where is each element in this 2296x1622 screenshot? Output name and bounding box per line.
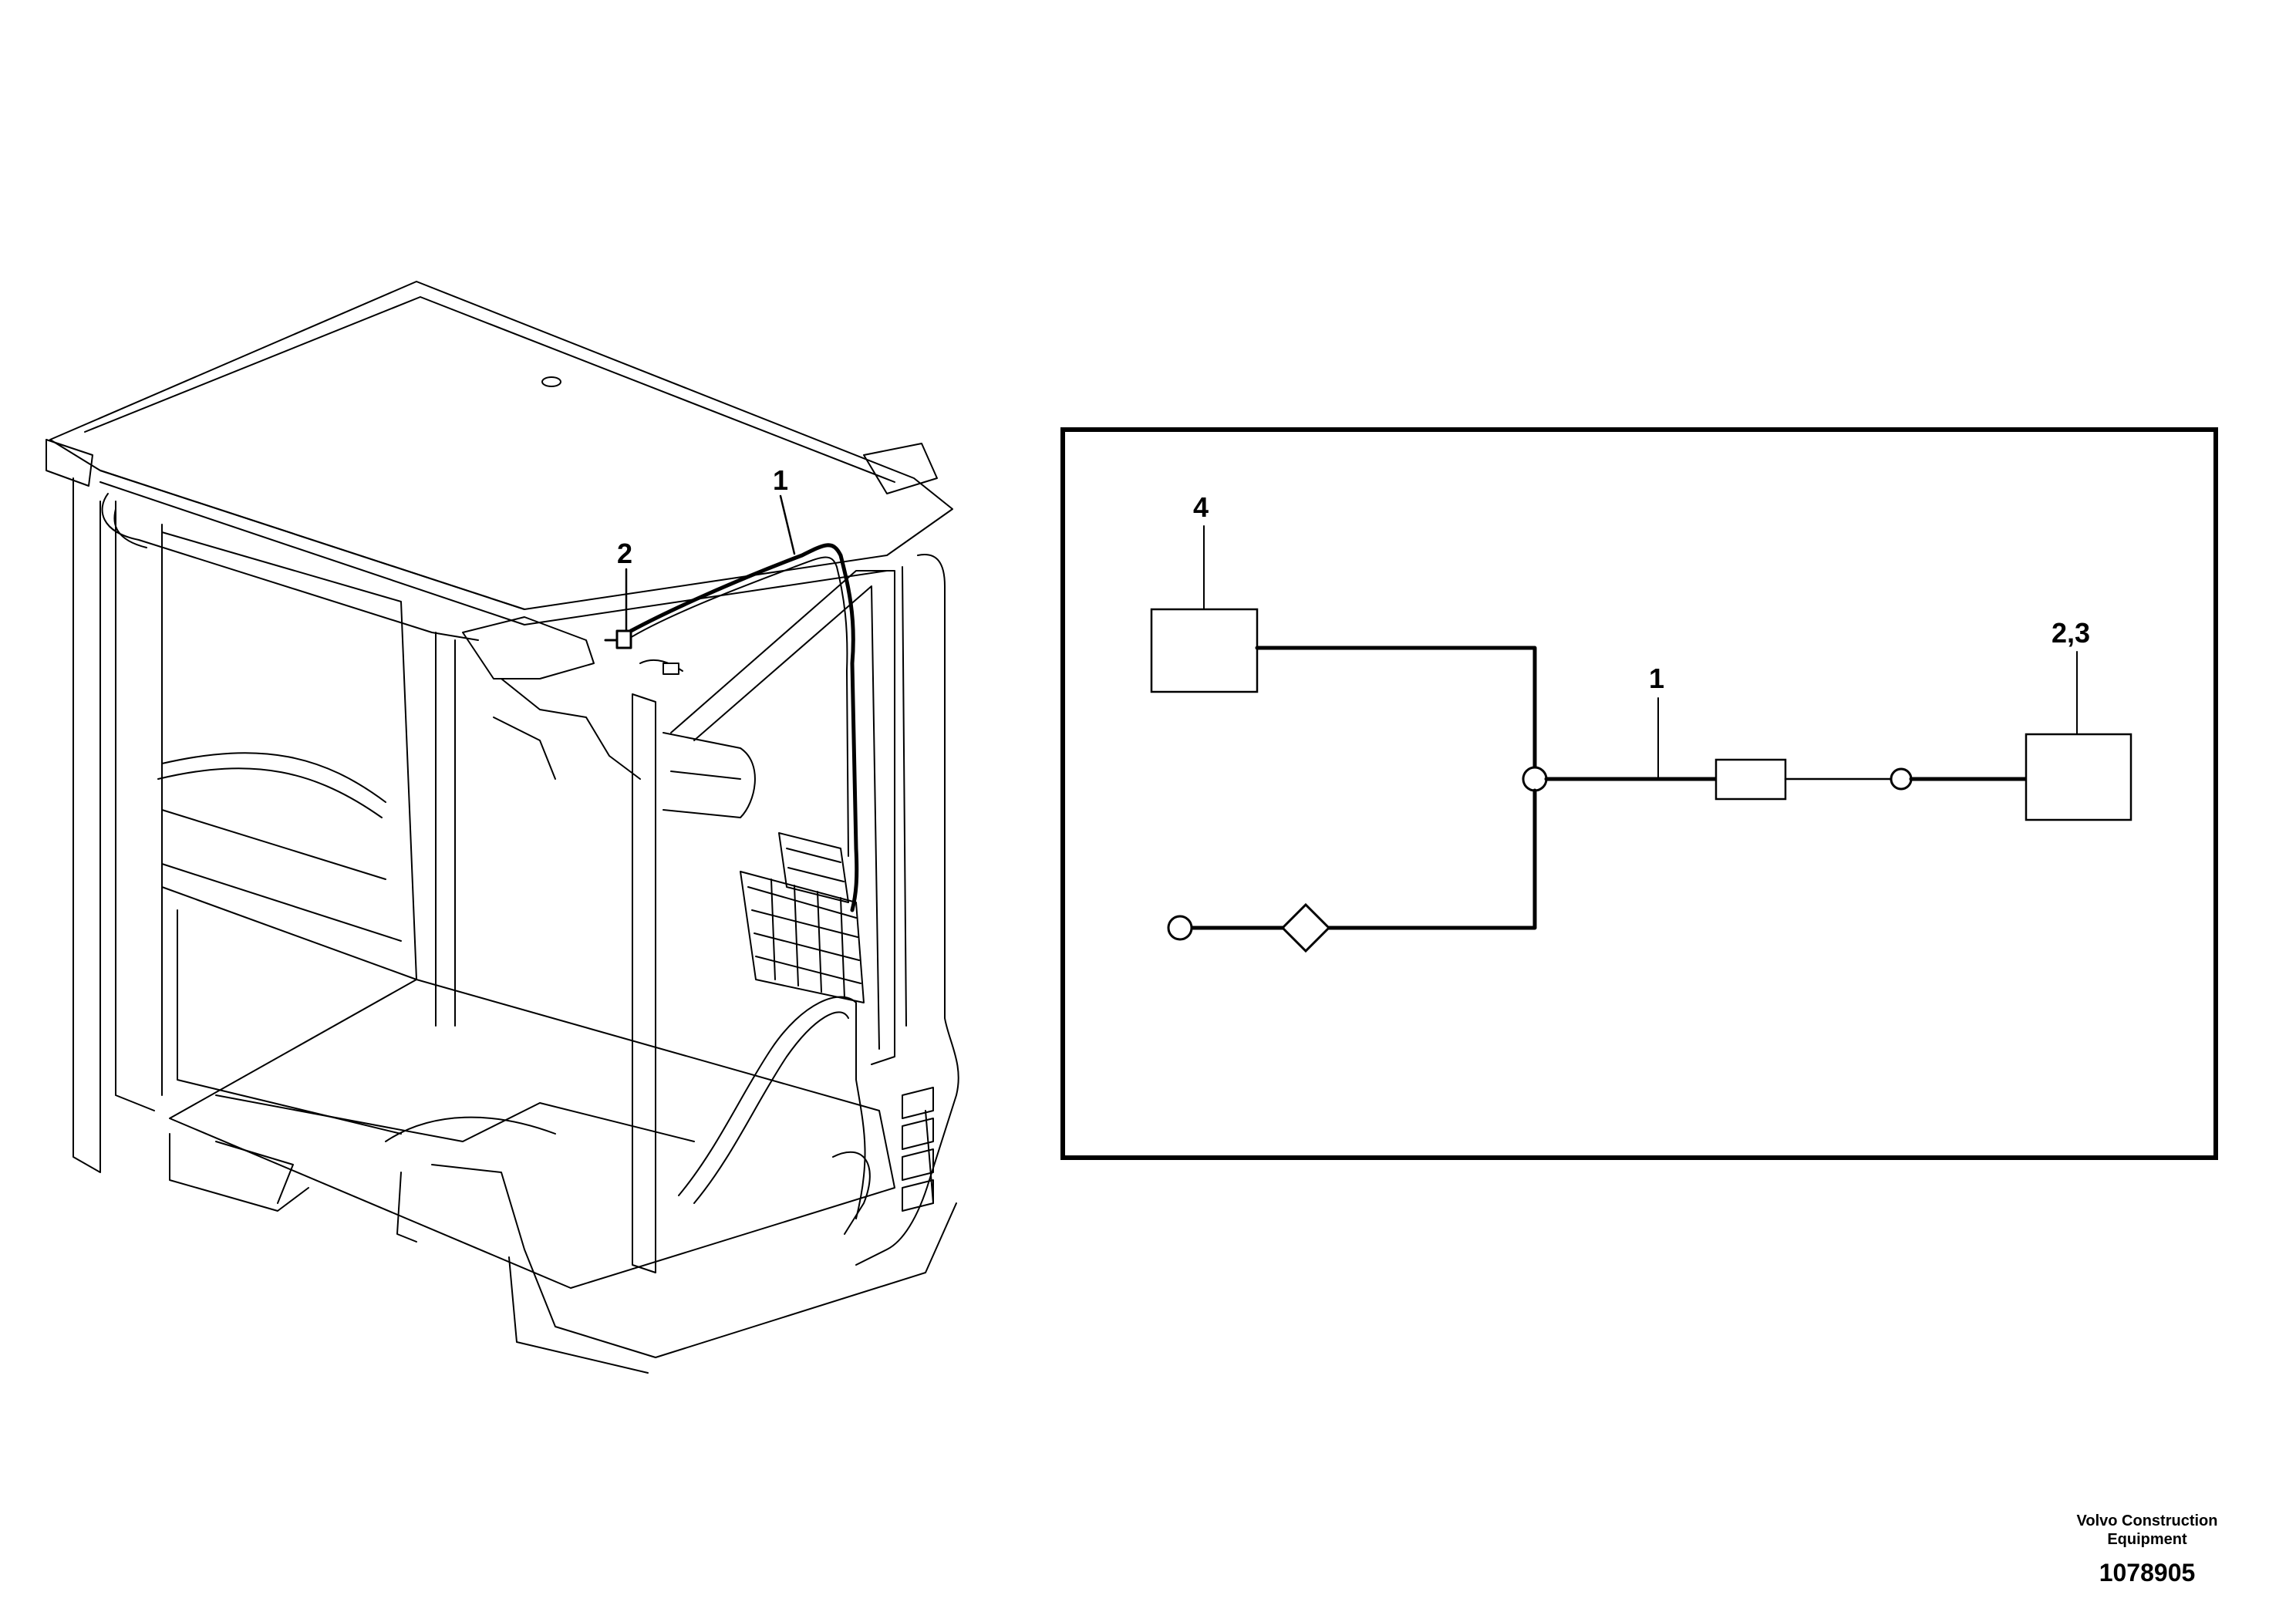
cab-illustration	[46, 281, 959, 1374]
junction-node	[1522, 766, 1548, 792]
wiring-harness	[604, 543, 859, 912]
callout-wiring-harness: 1	[773, 464, 788, 496]
label-unit-2-3: 2,3	[2052, 617, 2090, 649]
component-box-2-3	[2025, 733, 2132, 821]
callout-connector: 2	[617, 538, 632, 569]
schematic-frame	[1060, 427, 2218, 1160]
footer-company: Volvo Construction Equipment	[2076, 1512, 2218, 1548]
callout-leaders	[625, 494, 796, 632]
component-box-4	[1150, 608, 1259, 693]
inline-fuse	[1714, 758, 1787, 801]
label-unit-4: 4	[1193, 491, 1209, 523]
label-harness-1: 1	[1649, 663, 1664, 694]
schematic-diagram: 4 1 2,3	[1060, 427, 2218, 1160]
terminal-node	[1167, 915, 1193, 941]
diamond-node	[1280, 902, 1331, 953]
fuse-relay-box	[740, 832, 865, 1003]
connector-node	[1890, 767, 1913, 791]
footer-figure-number: 1078905	[2099, 1559, 2196, 1587]
